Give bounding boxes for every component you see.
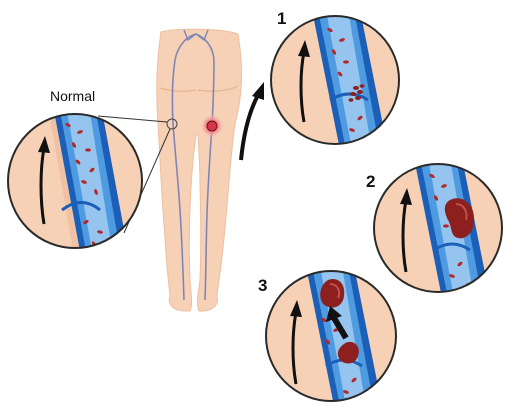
stage-3-zoom	[266, 266, 396, 406]
legs-figure	[157, 29, 242, 311]
step-1-label: 1	[277, 9, 286, 29]
curved-up-arrow-icon	[241, 82, 264, 160]
normal-label: Normal	[50, 88, 95, 104]
stage-1-zoom	[271, 10, 399, 150]
step-3-label: 3	[258, 276, 267, 296]
legs-silhouette	[157, 29, 242, 311]
connector-line-top	[98, 116, 167, 122]
normal-vein-zoom	[8, 100, 142, 262]
clot-site-marker	[207, 121, 217, 131]
step-2-label: 2	[366, 172, 375, 192]
stage-2-zoom	[374, 158, 502, 298]
